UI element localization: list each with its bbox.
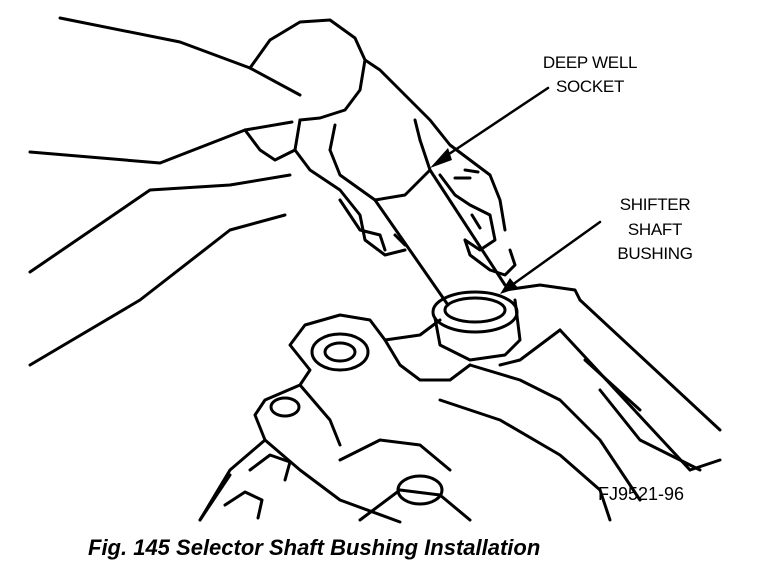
- callout-bushing-line2: SHAFT: [628, 220, 682, 239]
- drawing-code: FJ9521-96: [598, 484, 684, 504]
- arrowhead-bushing: [500, 278, 518, 294]
- callout-bushing-line1: SHIFTER: [620, 195, 691, 214]
- figure-caption: Fig. 145 Selector Shaft Bushing Installa…: [88, 535, 541, 560]
- callout-deep-well-line2: SOCKET: [556, 77, 624, 96]
- transmission-housing: [198, 283, 722, 524]
- leader-lines: [438, 86, 602, 292]
- hand: [243, 18, 517, 277]
- deep-well-socket: [328, 118, 507, 307]
- bushing-boss: [431, 290, 522, 362]
- arrowhead-socket: [430, 148, 452, 168]
- callout-bushing-line3: BUSHING: [617, 244, 692, 263]
- ratchet-handle: [28, 16, 302, 367]
- callout-deep-well-line1: DEEP WELL: [543, 53, 637, 72]
